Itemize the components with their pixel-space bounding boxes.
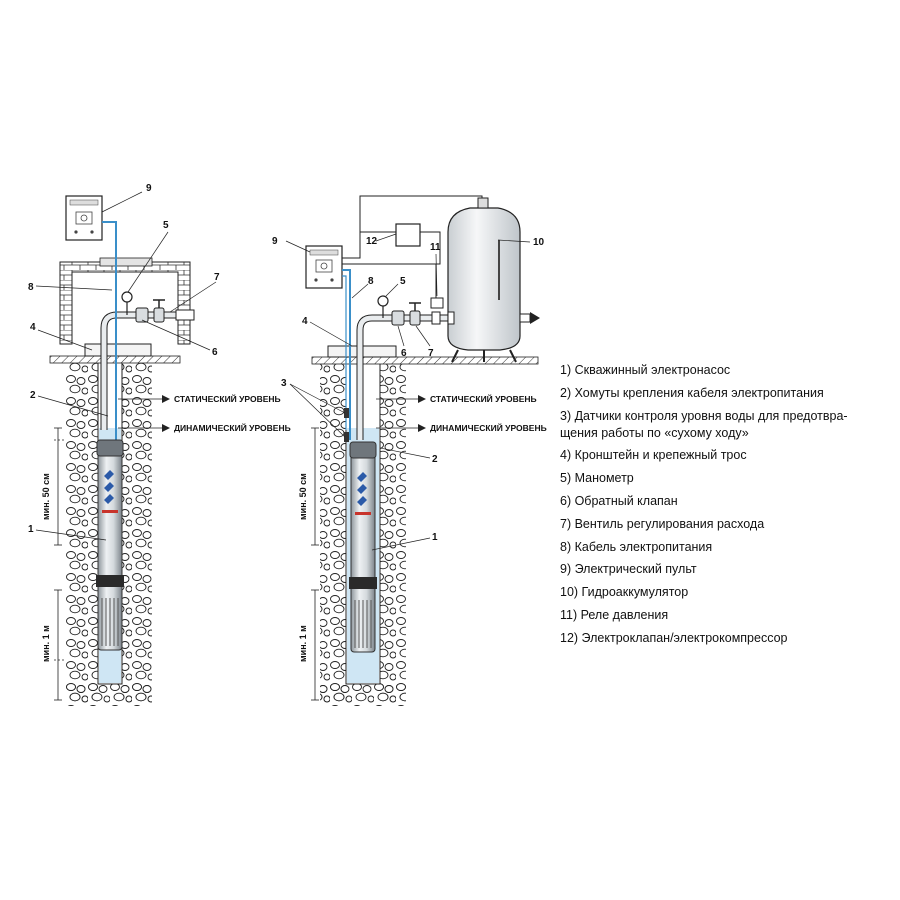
left-chamber-lid	[99, 257, 153, 267]
legend-item-4: 4) Кронштейн и крепежный трос	[560, 448, 747, 463]
right-label-6: 6	[401, 348, 407, 359]
right-min-50-label: мин. 50 см	[298, 473, 308, 520]
left-gravel-wall-right	[122, 362, 152, 702]
legend-item-8: 8) Кабель электропитания	[560, 539, 713, 554]
legend-item-2: 2) Хомуты крепления кабеля электропитани…	[560, 385, 824, 400]
left-pipe-outlet	[175, 309, 195, 321]
left-flow-valve	[153, 307, 165, 323]
legend-item-6: 6) Обратный клапан	[560, 493, 678, 508]
left-label-1: 1	[28, 524, 34, 535]
left-label-6: 6	[212, 347, 218, 358]
right-gravel-wall-left	[320, 362, 346, 702]
right-min-1m-label: мин. 1 м	[298, 625, 308, 662]
right-label-1: 1	[432, 532, 438, 543]
legend-item-3a: 3) Датчики контроля уровня воды для пред…	[560, 408, 848, 423]
left-min-1m-label: мин. 1 м	[41, 625, 51, 662]
right-valve-handle	[409, 302, 421, 311]
left-static-level: СТАТИЧЕСКИЙ УРОВЕНЬ	[174, 393, 281, 404]
left-min-50-label: мин. 50 см	[41, 473, 51, 520]
right-label-11: 11	[430, 242, 441, 253]
right-pump	[349, 441, 377, 653]
right-dimension-50	[311, 427, 319, 546]
left-pump	[96, 439, 124, 651]
right-installation: 9 12 11 10 8 5 4 6 7 3 2 1 СТАТИЧЕСКИЙ У…	[272, 195, 547, 706]
right-label-5: 5	[400, 276, 406, 287]
right-pressure-tank	[447, 197, 540, 363]
right-label-10: 10	[533, 237, 545, 248]
right-power-cable	[342, 269, 351, 440]
left-label-5: 5	[163, 220, 169, 231]
left-label-7: 7	[214, 272, 220, 283]
right-static-level: СТАТИЧЕСКИЙ УРОВЕНЬ	[430, 393, 537, 404]
legend-item-12: 12) Электроклапан/электрокомпрессор	[560, 630, 788, 645]
right-dynamic-level: ДИНАМИЧЕСКИЙ УРОВЕНЬ	[430, 422, 547, 433]
left-gravel-wall-left	[66, 362, 98, 702]
left-gravel-bottom	[66, 684, 152, 706]
right-flow-valve	[409, 310, 421, 326]
component-legend: 1) Скважинный электронасос 2) Хомуты кре…	[560, 362, 890, 653]
right-check-valve	[391, 310, 405, 326]
left-label-9: 9	[146, 183, 152, 194]
right-control-wiring	[342, 195, 483, 298]
right-label-12: 12	[366, 236, 378, 247]
left-dynamic-level: ДИНАМИЧЕСКИЙ УРОВЕНЬ	[174, 422, 291, 433]
right-level-sensor-upper	[344, 408, 349, 418]
left-manometer	[121, 291, 133, 303]
legend-item-7: 7) Вентиль регулирования расхода	[560, 516, 765, 531]
left-label-2: 2	[30, 390, 36, 401]
right-ground-slab	[311, 356, 539, 365]
left-installation: 9 5 7 8 4 6 2 1 СТАТИЧЕСКИЙ УРОВЕНЬ ДИНА…	[28, 183, 291, 706]
right-gravel-wall-right	[380, 362, 406, 702]
right-electrovalve	[395, 223, 421, 247]
right-label-4: 4	[302, 316, 308, 327]
left-dimension-50	[54, 427, 66, 546]
left-dimension-1m	[54, 589, 66, 701]
legend-item-3b: щения работы по «сухому ходу»	[560, 425, 749, 440]
right-label-2: 2	[432, 454, 438, 465]
legend-item-9: 9) Электрический пульт	[560, 562, 697, 577]
left-label-8: 8	[28, 282, 34, 293]
right-pressure-switch	[430, 297, 444, 309]
legend-item-11: 11) Реле давления	[560, 607, 669, 622]
legend-item-5: 5) Манометр	[560, 471, 634, 486]
legend-item-10: 10) Гидроаккумулятор	[560, 585, 689, 600]
right-label-9: 9	[272, 236, 278, 247]
right-manometer	[377, 295, 389, 307]
right-label-7: 7	[428, 348, 434, 359]
right-label-3: 3	[281, 378, 287, 389]
left-valve-handle	[153, 299, 165, 308]
right-gravel-bottom	[320, 684, 406, 706]
right-pipe-flange	[431, 311, 441, 325]
left-label-4: 4	[30, 322, 36, 333]
right-label-8: 8	[368, 276, 374, 287]
left-check-valve	[135, 307, 149, 323]
legend-item-1: 1) Скважинный электронасос	[560, 363, 731, 377]
right-sensor-cable	[342, 275, 347, 430]
right-dimension-1m	[311, 589, 319, 701]
left-brick-chamber	[59, 261, 191, 345]
left-well-head	[84, 343, 152, 357]
right-level-sensor-lower	[344, 432, 349, 442]
